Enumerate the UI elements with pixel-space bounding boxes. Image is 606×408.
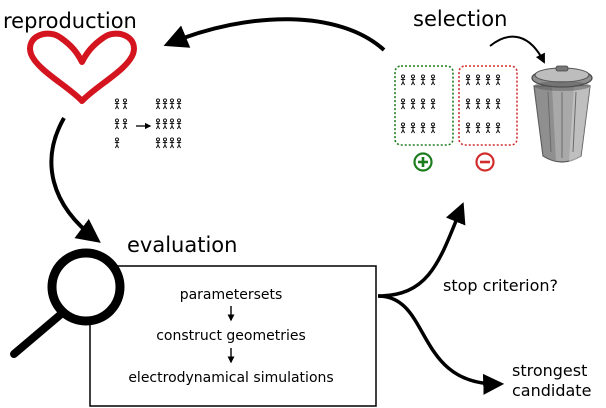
step-electrodynamical-simulations: electrodynamical simulations [128, 370, 333, 386]
exit-arrow [377, 294, 505, 395]
step-construct-geometries: construct geometries [156, 328, 306, 344]
offspring-population [155, 98, 182, 149]
heart-icon [27, 30, 137, 104]
loop-back-arrow [377, 202, 466, 298]
discard-group [458, 65, 518, 146]
kept-population [400, 74, 436, 134]
discard-to-trash-arrow [489, 35, 545, 64]
evaluation-box [89, 265, 377, 407]
keep-group [394, 65, 454, 146]
trash-can-icon [531, 65, 593, 163]
selection-label: selection [413, 7, 507, 31]
reproduction-label: reproduction [3, 9, 137, 33]
discarded-population [465, 74, 501, 134]
minus-circle-icon [475, 152, 495, 172]
reproduction-to-evaluation-arrow [49, 117, 101, 243]
selection-to-reproduction-arrow [163, 17, 386, 52]
candidate-label: candidate [512, 381, 591, 400]
stop-criterion-label: stop criterion? [443, 276, 558, 295]
step-parametersets: parametersets [180, 287, 283, 303]
magnifier-icon [10, 248, 125, 358]
parent-population [114, 98, 128, 149]
strongest-label: strongest [512, 361, 587, 380]
evaluation-label: evaluation [127, 233, 237, 257]
plus-circle-icon [413, 152, 433, 172]
